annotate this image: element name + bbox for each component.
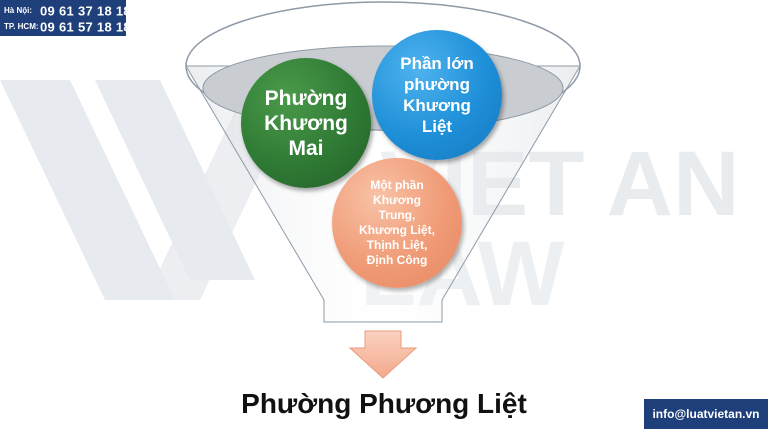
bubble-khuong-mai: Phường Khương Mai [241, 58, 371, 188]
phone-contact-box: Hà Nội: 09 61 37 18 18 TP. HCM:09 61 57 1… [0, 0, 131, 36]
bubble-mot-phan: Một phần Khương Trung, Khương Liệt, Thịn… [332, 158, 462, 288]
hcm-label: TP. HCM: [4, 22, 39, 32]
result-ward-name: Phường Phương Liệt [241, 388, 527, 419]
bubble-phan-lon-text: Phần lớn phường Khương Liệt [400, 54, 474, 136]
hanoi-phone-row: Hà Nội: 09 61 37 18 18 [4, 2, 131, 20]
email-contact[interactable]: info@luatvietan.vn [644, 399, 768, 429]
bubble-mot-phan-text: Một phần Khương Trung, Khương Liệt, Thịn… [359, 178, 435, 267]
hcm-phone-row: TP. HCM:09 61 57 18 18 [4, 18, 131, 36]
hanoi-phone[interactable]: 09 61 37 18 18 [40, 3, 131, 19]
bubble-khuong-mai-text: Phường Khương Mai [264, 86, 348, 160]
hanoi-label: Hà Nội: [4, 6, 32, 16]
bubble-phan-lon-khuong-liet: Phần lớn phường Khương Liệt [372, 30, 502, 160]
down-arrow-icon [348, 330, 418, 379]
hcm-phone[interactable]: 09 61 57 18 18 [40, 19, 131, 35]
